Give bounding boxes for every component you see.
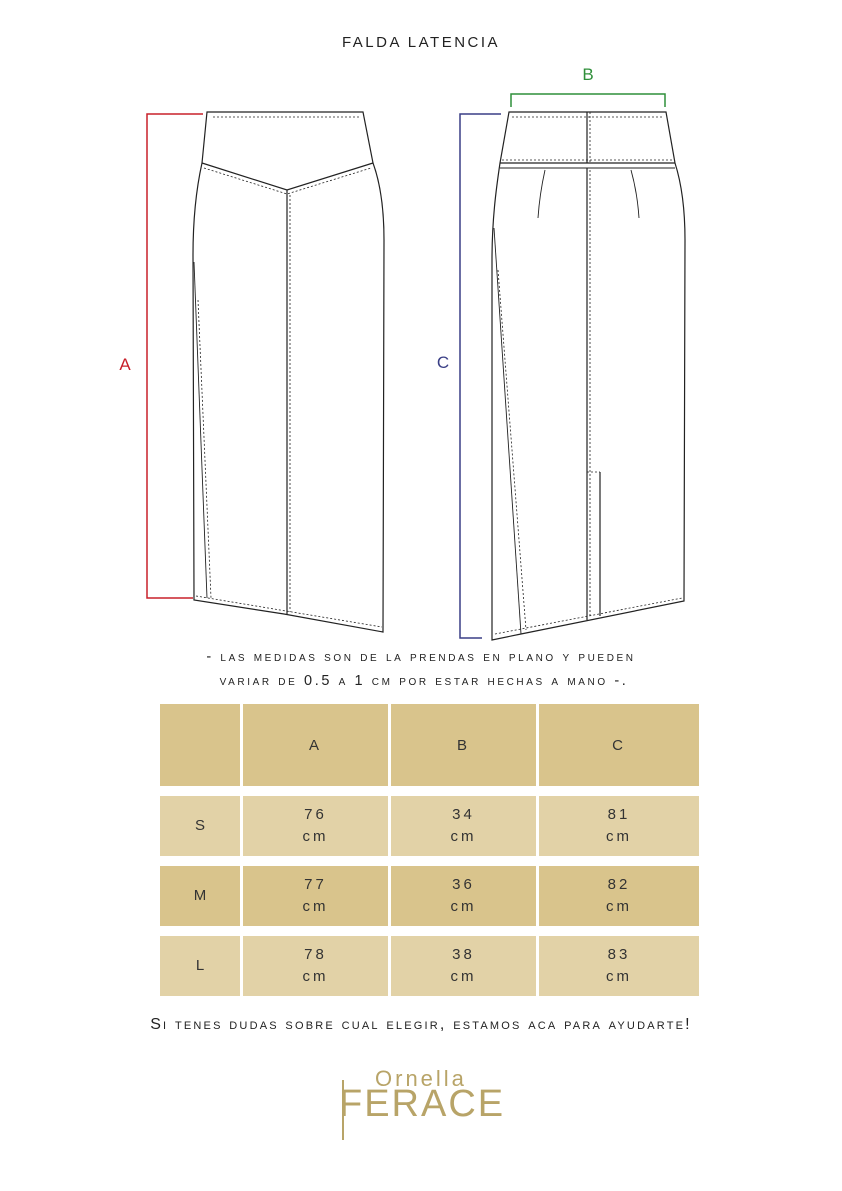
skirt-back-view: [491, 111, 686, 641]
measure-a-bracket: [146, 113, 203, 599]
measure-b-label: B: [582, 65, 593, 84]
header-cell-empty: [160, 704, 240, 786]
header-cell-b: B: [391, 704, 536, 786]
skirt-front-view: [192, 111, 385, 633]
page-title: FALDA LATENCIA: [341, 34, 501, 51]
header-cell-c: C: [539, 704, 699, 786]
logo-bottom-word: FERACE: [339, 1083, 505, 1125]
table-header-row: A B C: [160, 704, 699, 786]
size-cell: L: [160, 936, 240, 996]
measure-c-bracket: [459, 113, 501, 639]
size-cell: S: [160, 796, 240, 856]
skirt-technical-drawing: A B C: [119, 65, 686, 641]
size-cell: M: [160, 866, 240, 926]
measure-a-label: A: [119, 355, 131, 374]
measure-b-bracket: [510, 93, 666, 107]
measurement-note-line-1: - las medidas son de la prendas en plano…: [206, 649, 636, 665]
measurement-note-line-2: variar de 0.5 a 1 cm por estar hechas a …: [219, 673, 629, 689]
logo-top-word: Ornella: [375, 1066, 467, 1091]
help-message: Si tenes dudas sobre cual elegir, estamo…: [150, 1016, 692, 1033]
measure-c-label: C: [437, 353, 449, 372]
brand-logo: Ornella FERACE: [339, 1066, 505, 1140]
header-cell-a: A: [243, 704, 388, 786]
